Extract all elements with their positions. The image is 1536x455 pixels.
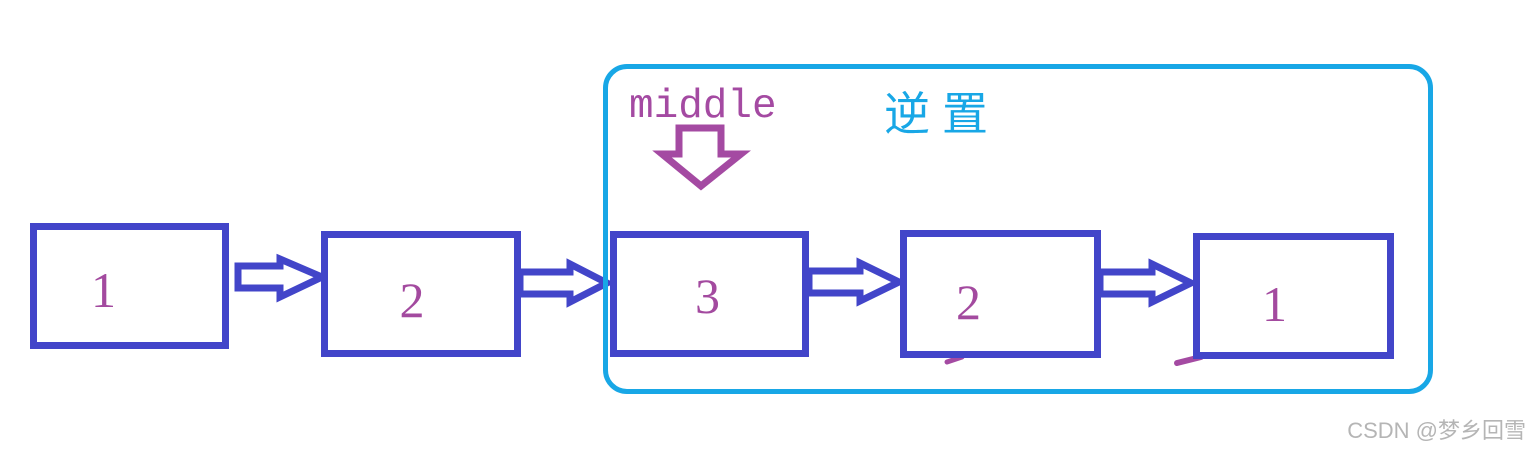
list-node-5: 1 bbox=[1193, 233, 1394, 359]
csdn-watermark: CSDN @梦乡回雪 bbox=[1347, 418, 1526, 443]
node-value: 2 bbox=[399, 272, 425, 328]
list-node-3: 3 bbox=[610, 231, 809, 357]
node-value: 2 bbox=[956, 274, 981, 330]
middle-pointer-down-arrow-icon bbox=[652, 124, 751, 191]
list-node-1: 1 bbox=[30, 223, 229, 349]
node-value: 1 bbox=[1262, 276, 1287, 332]
middle-label: middle bbox=[629, 84, 777, 130]
link-arrow-4-to-5 bbox=[1096, 258, 1199, 308]
link-arrow-2-to-3 bbox=[516, 258, 615, 308]
link-arrow-3-to-4 bbox=[805, 257, 907, 307]
reverse-region-label: 逆置 bbox=[884, 89, 1000, 140]
node-value: 1 bbox=[91, 262, 116, 318]
list-node-4: 2 bbox=[900, 230, 1101, 358]
reverse-region-outline bbox=[603, 64, 1433, 394]
link-arrow-1-to-2 bbox=[234, 253, 331, 303]
node-value: 3 bbox=[695, 268, 720, 324]
list-node-2: 2 bbox=[321, 231, 521, 357]
